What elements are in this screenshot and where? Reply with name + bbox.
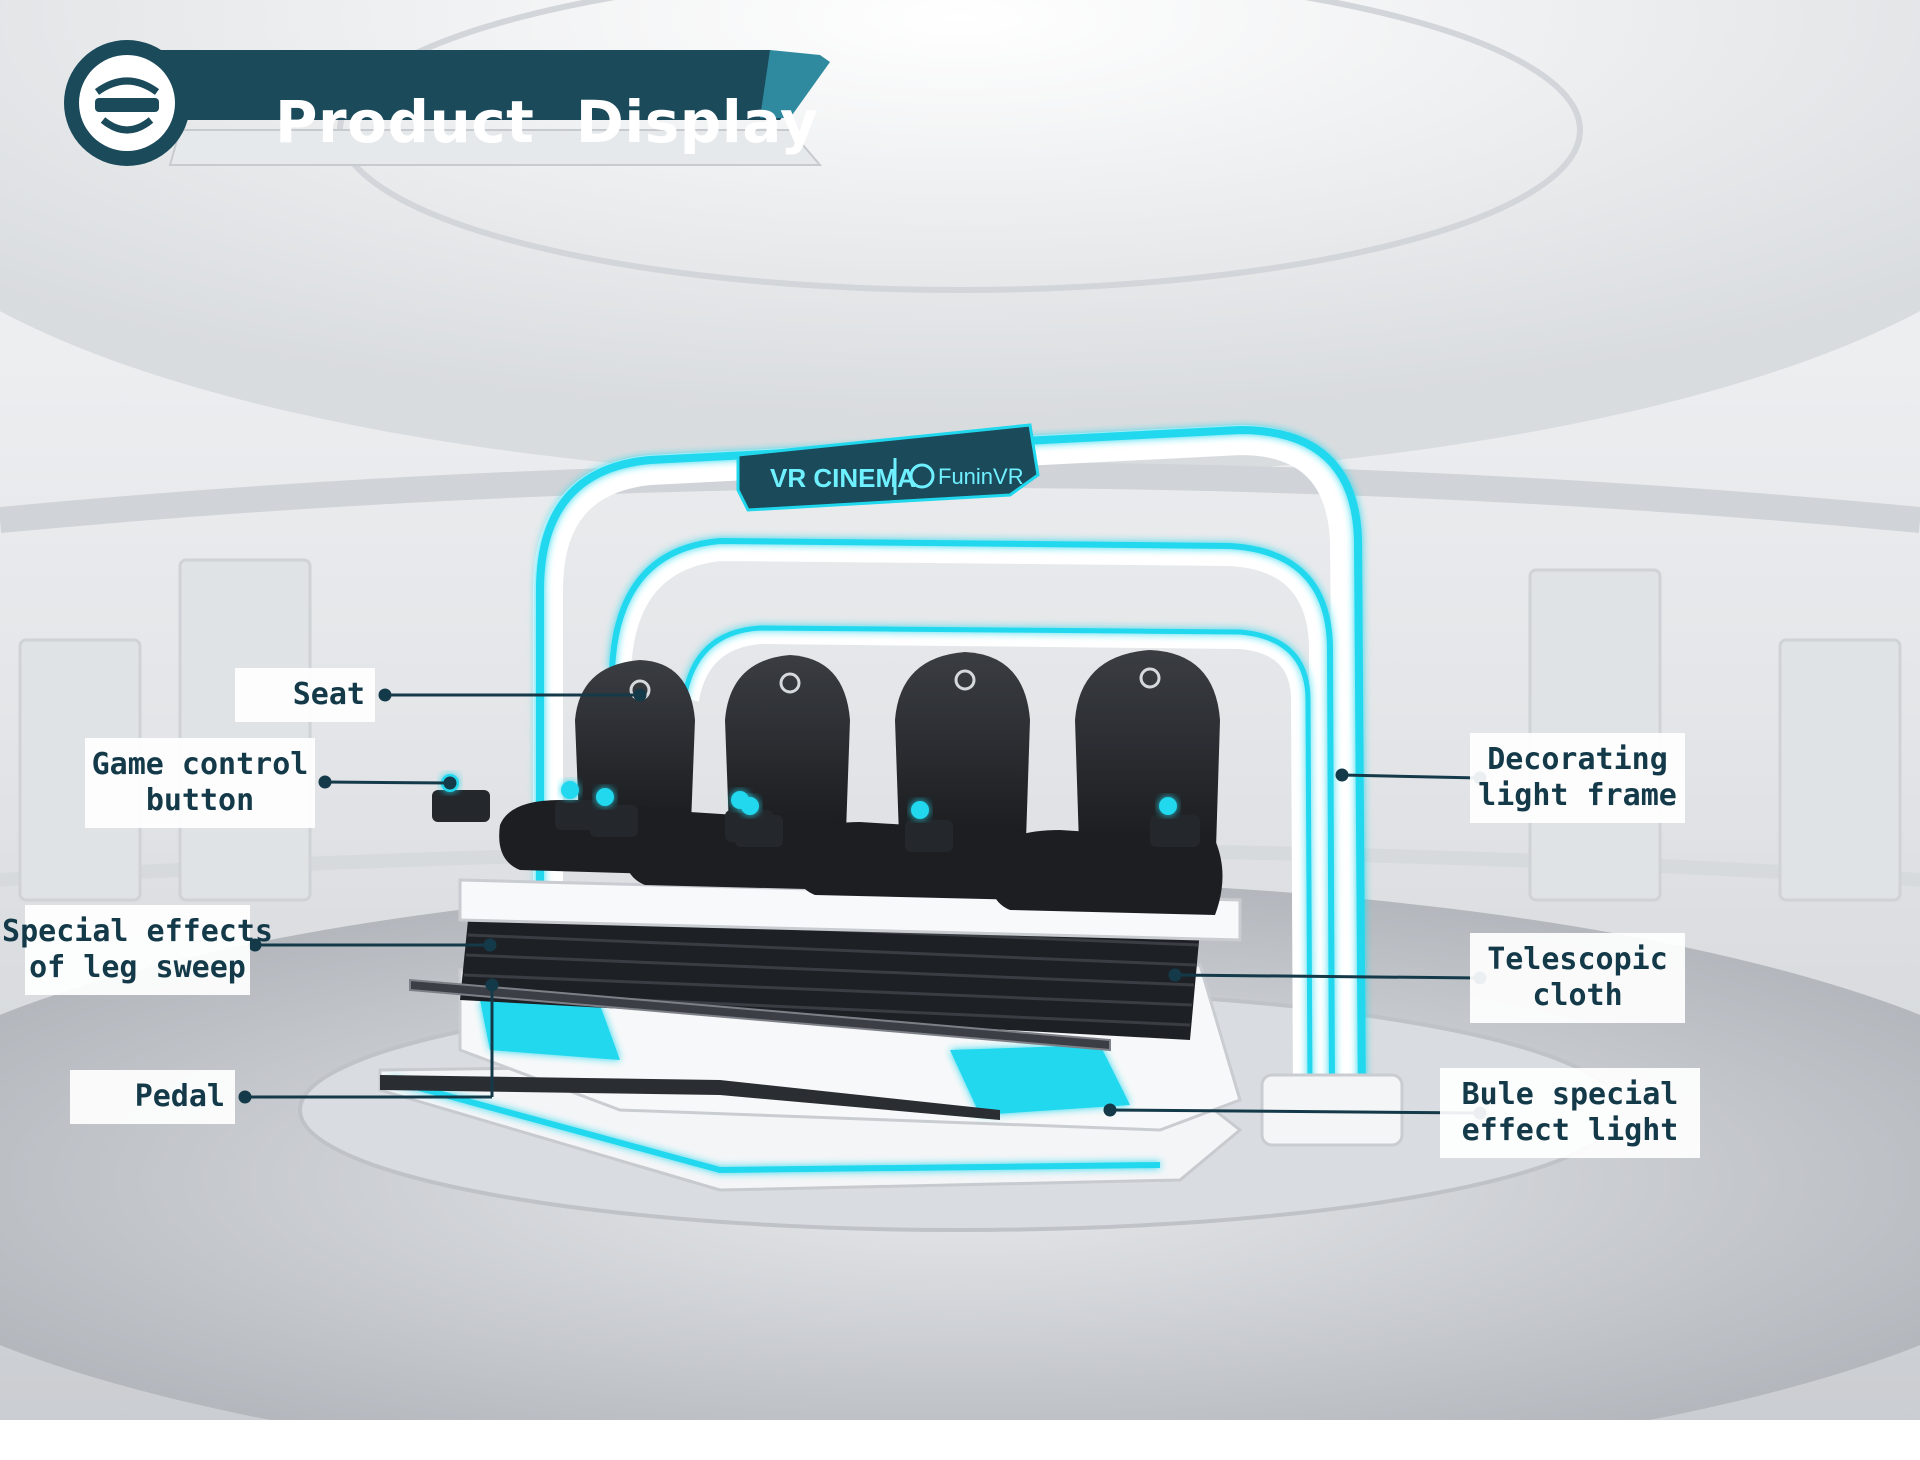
callout-effect-light: Bule special effect light <box>1440 1068 1700 1158</box>
leg-sweep-bar <box>409 978 1111 1052</box>
header: Product Display <box>60 40 850 170</box>
sign-text: VR CINEMA <box>770 463 916 493</box>
header-banner <box>64 40 830 166</box>
callout-leg-sweep-line2: of leg sweep <box>29 950 246 985</box>
effect-light-right <box>950 1045 1130 1115</box>
callout-leg-sweep-line1: Special effects <box>2 914 273 949</box>
bottom-margin <box>0 1420 1920 1460</box>
effect-light-left <box>480 1000 620 1060</box>
callout-game-control-button: Game control button <box>85 738 315 828</box>
callout-telescopic-cloth: Telescopic cloth <box>1470 933 1685 1023</box>
callout-seat-label: Seat <box>292 677 365 712</box>
callout-game-control-line1: Game control <box>91 747 309 782</box>
page-title: Product Display <box>275 88 819 156</box>
seat-row <box>432 650 1223 915</box>
seat <box>989 650 1223 915</box>
callout-pedal-label: Pedal <box>134 1079 225 1114</box>
callout-leaders <box>238 688 1487 1120</box>
callout-pedal: Pedal <box>70 1070 235 1124</box>
callout-game-control-line2: button <box>145 783 255 818</box>
callout-light-frame-line1: Decorating <box>1487 742 1668 777</box>
callout-telescopic-line1: Telescopic <box>1487 942 1668 977</box>
callout-light-frame-line2: light frame <box>1478 778 1677 813</box>
brand-logo-text: FuninVR <box>938 464 1024 489</box>
callout-effect-light-line1: Bule special <box>1461 1077 1679 1112</box>
seat <box>735 652 1033 900</box>
callout-effect-light-line2: effect light <box>1461 1113 1679 1148</box>
vr-cinema-sign: VR CINEMA FuninVR <box>736 423 1040 512</box>
callout-telescopic-line2: cloth <box>1532 978 1623 1013</box>
brand-logo-icon <box>909 463 935 489</box>
callout-decorating-light-frame: Decorating light frame <box>1470 733 1685 823</box>
callout-seat: Seat <box>235 668 375 722</box>
callout-leg-sweep: Special effects of leg sweep <box>2 905 273 995</box>
